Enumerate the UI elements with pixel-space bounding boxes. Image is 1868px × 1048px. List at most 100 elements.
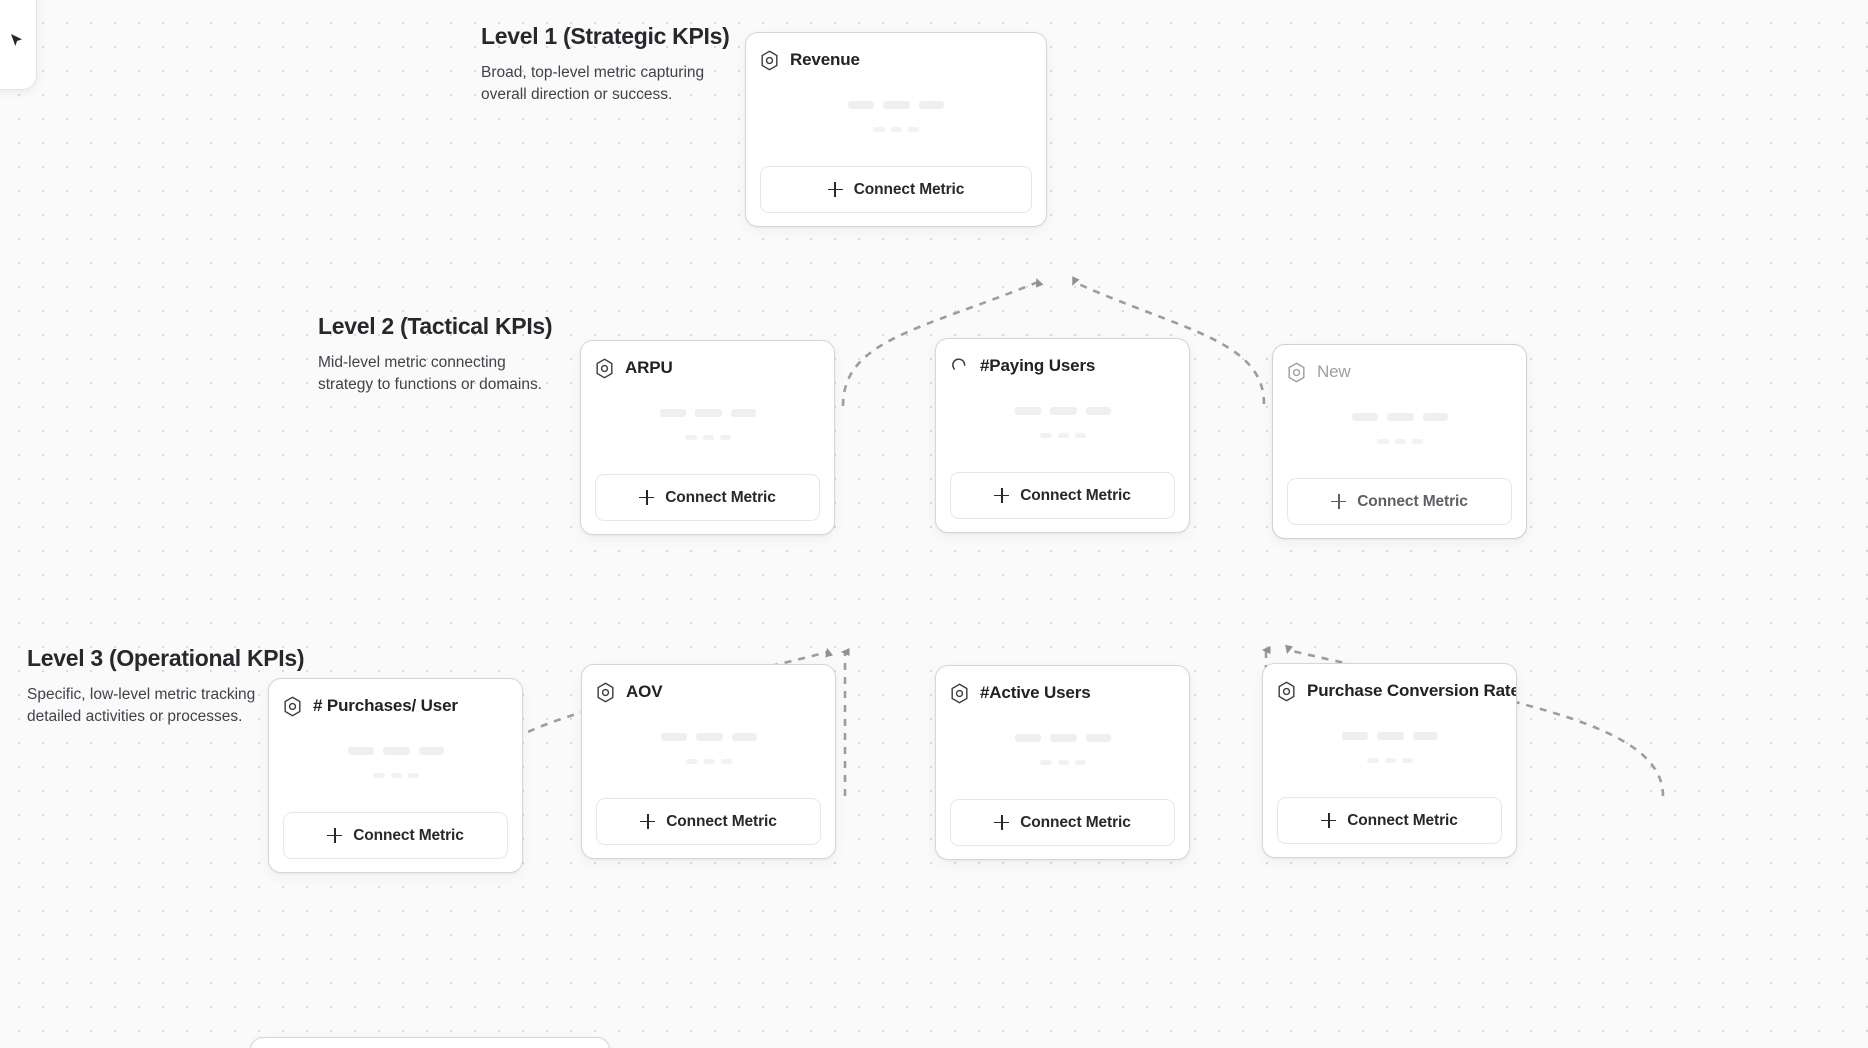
skeleton-bar bbox=[1412, 732, 1438, 740]
plus-icon bbox=[994, 488, 1010, 503]
card-header: # Purchases/ User bbox=[283, 693, 508, 719]
card-title: # Purchases/ User bbox=[313, 696, 458, 715]
card-title: ARPU bbox=[625, 358, 673, 377]
skeleton-row-secondary bbox=[873, 127, 919, 132]
cursor-icon bbox=[11, 34, 22, 46]
card-skeleton-body bbox=[950, 379, 1175, 472]
level-2-description: Mid-level metric connecting strategy to … bbox=[318, 354, 543, 393]
connect-metric-label: Connect Metric bbox=[1020, 813, 1131, 831]
skeleton-bar bbox=[660, 733, 687, 741]
skeleton-row-secondary bbox=[372, 773, 419, 778]
skeleton-row-primary bbox=[1014, 734, 1111, 742]
plus-icon bbox=[327, 828, 343, 843]
card-title: #Active Users bbox=[980, 683, 1091, 702]
skeleton-bar bbox=[1049, 734, 1077, 742]
card-header: New bbox=[1287, 359, 1512, 385]
skeleton-bar bbox=[1422, 413, 1448, 421]
skeleton-bar bbox=[891, 127, 902, 132]
spinner-arc-icon bbox=[952, 357, 966, 370]
connect-metric-button[interactable]: Connect Metric bbox=[950, 472, 1175, 519]
skeleton-bar bbox=[1074, 760, 1086, 765]
plus-icon bbox=[639, 490, 655, 505]
skeleton-row-primary bbox=[659, 409, 756, 417]
connect-metric-label: Connect Metric bbox=[853, 180, 965, 198]
connect-metric-button[interactable]: Connect Metric bbox=[760, 166, 1032, 213]
metric-card-purchase-conversion-rate[interactable]: Purchase Conversion Rate Connect Metric bbox=[1262, 663, 1517, 858]
skeleton-bar bbox=[848, 101, 874, 109]
skeleton-row-secondary bbox=[1039, 760, 1086, 765]
skeleton-bar bbox=[685, 759, 698, 764]
skeleton-row-primary bbox=[848, 101, 944, 109]
card-skeleton-body bbox=[1287, 385, 1512, 478]
metric-card-revenue[interactable]: Revenue Connect Metric bbox=[745, 32, 1047, 227]
plus-icon bbox=[827, 182, 843, 197]
skeleton-bar bbox=[1386, 413, 1414, 421]
card-header: #Paying Users bbox=[950, 353, 1175, 379]
card-skeleton-body bbox=[595, 381, 820, 474]
card-header: AOV bbox=[596, 679, 821, 705]
skeleton-bar bbox=[720, 759, 732, 764]
skeleton-bar bbox=[1376, 439, 1389, 444]
connect-metric-button[interactable]: Connect Metric bbox=[950, 799, 1175, 846]
skeleton-bar bbox=[1376, 732, 1404, 740]
card-header: Revenue bbox=[760, 47, 1032, 73]
skeleton-row-secondary bbox=[685, 759, 732, 764]
skeleton-bar bbox=[1014, 407, 1041, 415]
metric-card-paying-users[interactable]: #Paying Users Connect Metric bbox=[935, 338, 1190, 533]
connect-metric-button[interactable]: Connect Metric bbox=[595, 474, 820, 521]
metric-card-new[interactable]: New Connect Metric bbox=[1272, 344, 1527, 539]
skeleton-bar bbox=[1039, 760, 1052, 765]
skeleton-bar bbox=[703, 759, 715, 764]
plus-icon bbox=[994, 815, 1010, 830]
skeleton-bar bbox=[1085, 407, 1111, 415]
connect-metric-button[interactable]: Connect Metric bbox=[283, 812, 508, 859]
plus-icon bbox=[640, 814, 656, 829]
card-header: #Active Users bbox=[950, 680, 1175, 706]
skeleton-bar bbox=[730, 409, 756, 417]
skeleton-bar bbox=[1074, 433, 1086, 438]
hexagon-target-icon bbox=[1288, 361, 1305, 383]
metric-card-aov[interactable]: AOV Connect Metric bbox=[581, 664, 836, 859]
card-header: ARPU bbox=[595, 355, 820, 381]
plus-icon bbox=[1331, 494, 1347, 509]
level-1-label-group: Level 1 (Strategic KPIs) Broad, top-leve… bbox=[481, 23, 730, 106]
card-title: AOV bbox=[626, 682, 663, 701]
card-skeleton-body bbox=[1277, 704, 1502, 797]
connect-metric-button[interactable]: Connect Metric bbox=[596, 798, 821, 845]
skeleton-bar bbox=[694, 409, 722, 417]
floating-toolbar-panel[interactable] bbox=[0, 0, 37, 90]
skeleton-bar bbox=[719, 435, 731, 440]
connect-metric-label: Connect Metric bbox=[665, 488, 776, 506]
skeleton-bar bbox=[382, 747, 410, 755]
skeleton-bar bbox=[1085, 734, 1111, 742]
skeleton-row-primary bbox=[347, 747, 444, 755]
skeleton-bar bbox=[695, 733, 723, 741]
card-title: #Paying Users bbox=[980, 356, 1096, 375]
connect-metric-button[interactable]: Connect Metric bbox=[1277, 797, 1502, 844]
card-skeleton-body bbox=[760, 73, 1032, 166]
skeleton-row-primary bbox=[1341, 732, 1438, 740]
hexagon-target-icon bbox=[1278, 680, 1295, 702]
connect-metric-label: Connect Metric bbox=[1347, 811, 1458, 829]
hexagon-target-icon bbox=[951, 682, 968, 704]
connect-metric-button[interactable]: Connect Metric bbox=[1287, 478, 1512, 525]
hexagon-target-icon bbox=[761, 49, 778, 71]
metric-card-offscreen-bottom[interactable] bbox=[250, 1037, 610, 1048]
hexagon-target-icon bbox=[597, 681, 614, 703]
metric-card-arpu[interactable]: ARPU Connect Metric bbox=[580, 340, 835, 535]
hexagon-target-icon bbox=[284, 695, 301, 717]
skeleton-bar bbox=[1401, 758, 1413, 763]
skeleton-row-secondary bbox=[1039, 433, 1086, 438]
skeleton-bar bbox=[390, 773, 402, 778]
card-skeleton-body bbox=[950, 706, 1175, 799]
metric-card-active-users[interactable]: #Active Users Connect Metric bbox=[935, 665, 1190, 860]
level-3-description: Specific, low-level metric tracking deta… bbox=[27, 686, 256, 725]
metric-card-purchases-per-user[interactable]: # Purchases/ User Connect Metric bbox=[268, 678, 523, 873]
skeleton-bar bbox=[883, 101, 910, 109]
connect-metric-label: Connect Metric bbox=[1357, 492, 1468, 510]
level-2-label-group: Level 2 (Tactical KPIs) Mid-level metric… bbox=[318, 313, 563, 396]
skeleton-bar bbox=[1384, 758, 1396, 763]
skeleton-bar bbox=[1014, 734, 1041, 742]
level-3-label-group: Level 3 (Operational KPIs) Specific, low… bbox=[27, 645, 305, 728]
